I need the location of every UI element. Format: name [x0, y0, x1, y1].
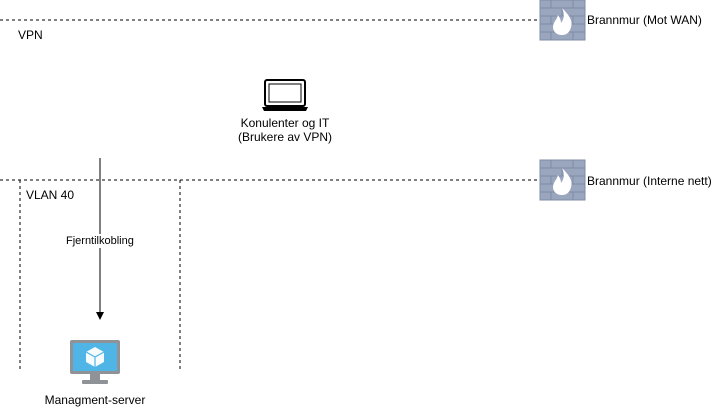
laptop-label-line1: Konulenter og IT: [240, 116, 330, 130]
remote-connection-label: Fjerntilkobling: [65, 234, 135, 248]
laptop-label: Konulenter og IT (Brukere av VPN): [225, 116, 345, 144]
laptop-label-line2: (Brukere av VPN): [237, 130, 333, 144]
firewall-icon: [539, 0, 586, 41]
laptop-icon: [262, 79, 308, 111]
monitor-server-icon: [70, 340, 120, 384]
firewall-icon: [539, 159, 586, 201]
firewall-wan-label: Brannmur (Mot WAN): [587, 13, 702, 27]
firewall-internal-label: Brannmur (Interne nett): [587, 174, 712, 188]
vpn-zone-label: VPN: [18, 28, 43, 42]
server-label: Managment-server: [44, 393, 146, 407]
vlan-zone-label: VLAN 40: [26, 188, 75, 202]
